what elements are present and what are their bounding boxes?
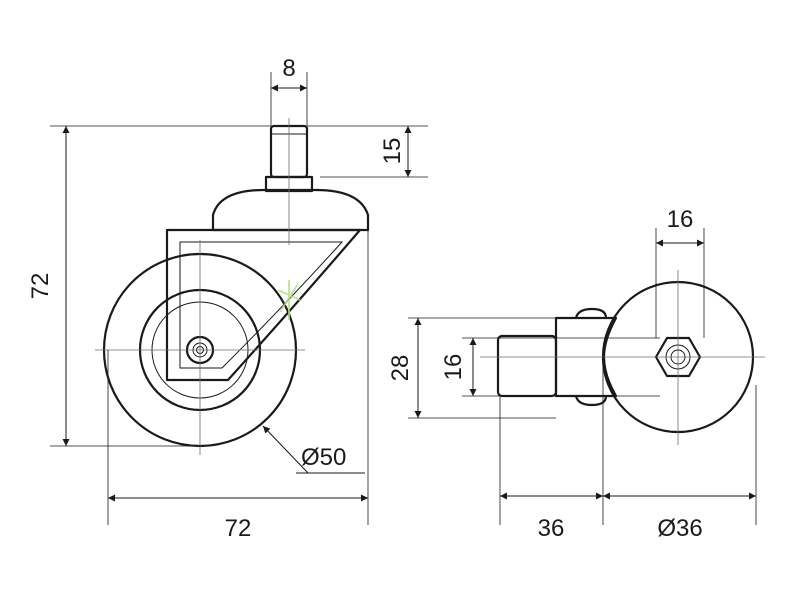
dim-label-outer-width: 28 xyxy=(387,355,414,382)
dim-label-wheel-diameter: Ø50 xyxy=(301,444,346,471)
dimension-outer-width: 28 xyxy=(387,317,556,419)
dimension-axle-width: 16 xyxy=(655,206,705,338)
dim-label-hub-length: 36 xyxy=(538,515,565,542)
mount-dome xyxy=(211,188,370,232)
dimension-total-height: 72 xyxy=(27,125,271,447)
dimension-hub-length: 36 xyxy=(499,357,604,542)
dim-label-total-length: 72 xyxy=(225,515,252,542)
housing-bottom-tab xyxy=(574,395,608,407)
end-stem xyxy=(496,334,558,398)
dim-label-stem-width: 8 xyxy=(282,55,295,82)
dimension-stem-height: 15 xyxy=(307,125,428,178)
dimension-total-length: 72 xyxy=(107,228,369,542)
fork-yoke xyxy=(165,228,362,382)
dim-label-total-height: 72 xyxy=(27,273,54,300)
side-view xyxy=(95,118,370,455)
dim-label-stem-height: 15 xyxy=(379,138,406,165)
fork-inner-edge xyxy=(179,241,344,369)
dimension-inner-width: 16 xyxy=(440,337,660,397)
housing-top-tab xyxy=(574,307,608,319)
dimension-wheel-diameter: Ø50 xyxy=(262,425,365,474)
dim-label-inner-width: 16 xyxy=(440,354,467,381)
watermark-mark xyxy=(277,280,301,320)
dimension-wheel-side-diameter: Ø36 xyxy=(603,385,757,542)
end-view xyxy=(480,270,765,445)
dimension-stem-width: 8 xyxy=(270,55,308,126)
dim-label-wheel-side-diameter: Ø36 xyxy=(657,515,702,542)
dim-label-axle-width: 16 xyxy=(667,206,694,233)
